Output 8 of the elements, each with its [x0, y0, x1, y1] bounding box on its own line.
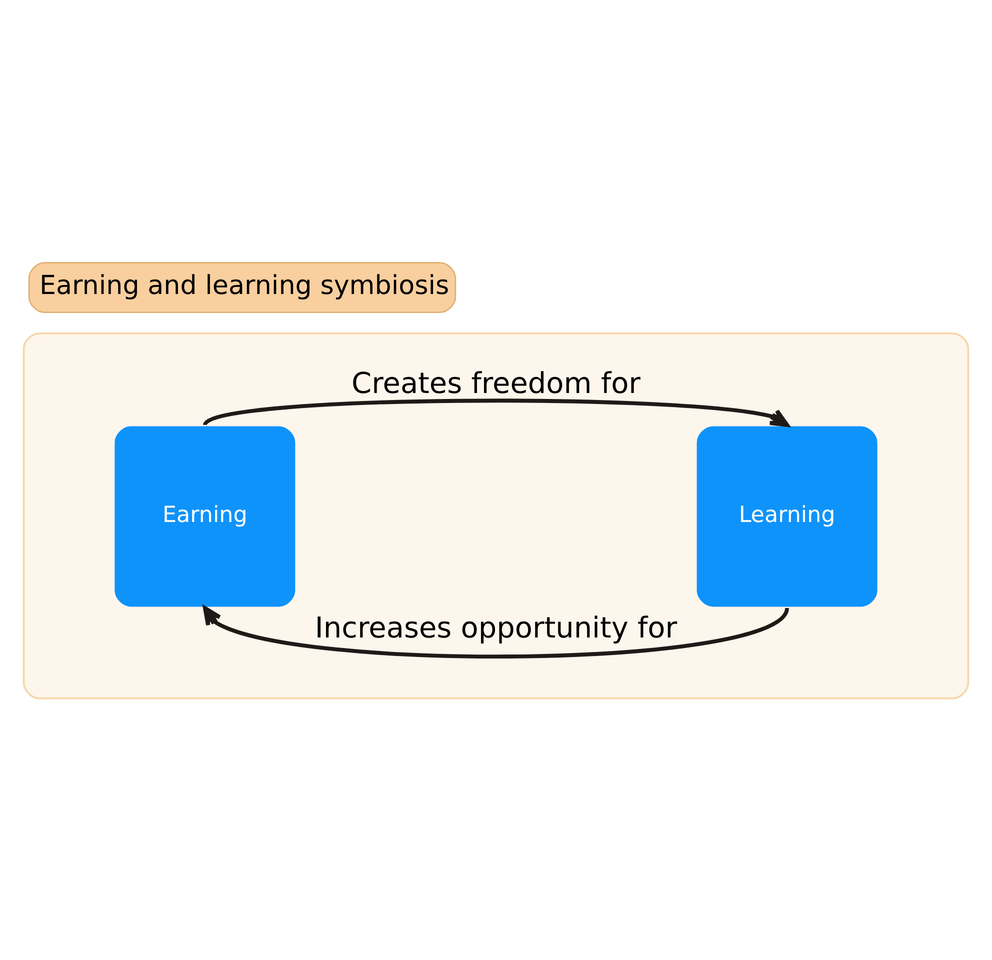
node-box: Learning: [696, 426, 878, 606]
node-box: Earning: [114, 426, 296, 606]
diagram-title: Earning and learning symbiosis: [39, 270, 450, 301]
cluster: [22, 332, 970, 699]
edge-label: Creates freedom for: [351, 365, 641, 400]
arrow: [204, 398, 790, 426]
edge-label: Increases opportunity for: [314, 610, 678, 644]
arrow: [202, 606, 789, 658]
